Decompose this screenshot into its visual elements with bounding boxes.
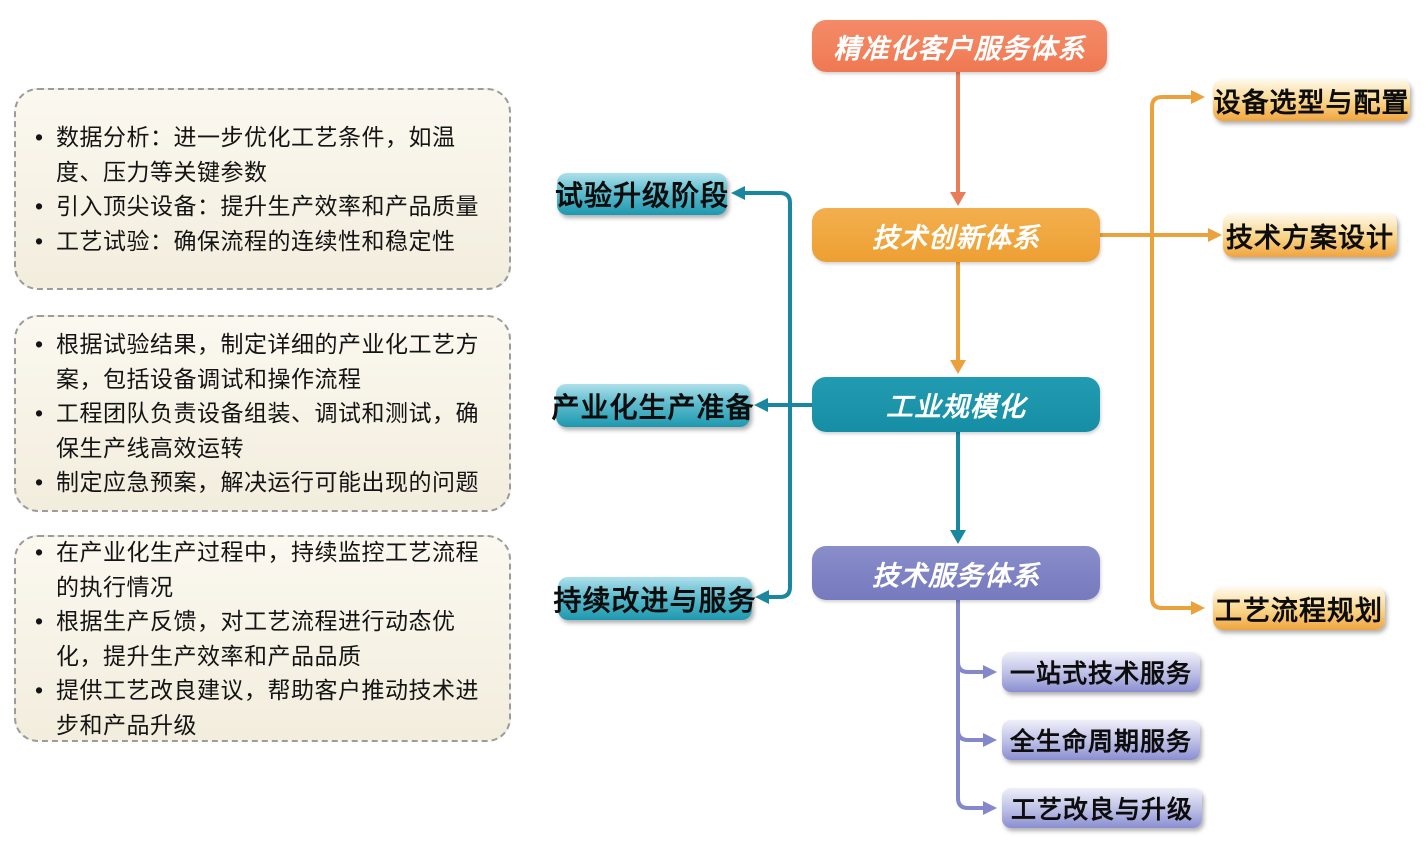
- note-bullet-list: 数据分析：进一步优化工艺条件，如温度、压力等关键参数 引入顶尖设备：提升生产效率…: [32, 120, 497, 258]
- arrowhead-right-icon: [1208, 228, 1222, 242]
- flow-node-label: 技术服务体系: [872, 560, 1040, 591]
- note-bullet: 提供工艺改良建议，帮助客户推动技术进步和产品升级: [32, 673, 497, 742]
- flow-node-tech-service-system: 技术服务体系: [812, 546, 1100, 600]
- note-bullet: 制定应急预案，解决运行可能出现的问题: [32, 465, 497, 500]
- service-label-lifecycle: 全生命周期服务: [1002, 720, 1200, 760]
- note-bullet: 引入顶尖设备：提升生产效率和产品质量: [32, 189, 497, 224]
- note-bullet: 根据试验结果，制定详细的产业化工艺方案，包括设备调试和操作流程: [32, 327, 497, 396]
- wire-service-to-lifecycle: [956, 600, 983, 742]
- arrowhead-left-icon: [754, 398, 768, 412]
- stage-label-continuous-improvement: 持续改进与服务: [554, 577, 756, 620]
- note-bullet: 根据生产反馈，对工艺流程进行动态优化，提升生产效率和产品品质: [32, 604, 497, 673]
- service-label-one-stop: 一站式技术服务: [1002, 652, 1200, 692]
- arrowhead-down-icon: [950, 360, 966, 374]
- note-bullet: 在产业化生产过程中，持续监控工艺流程的执行情况: [32, 535, 497, 604]
- note-box-continuous-improvement: 在产业化生产过程中，持续监控工艺流程的执行情况 根据生产反馈，对工艺流程进行动态…: [14, 535, 511, 742]
- innovation-label-text: 设备选型与配置: [1213, 87, 1410, 118]
- stage-label-text: 产业化生产准备: [551, 391, 755, 423]
- innovation-label-process-planning: 工艺流程规划: [1213, 587, 1385, 630]
- wire-innovation-to-equipment: [1150, 95, 1191, 235]
- note-bullet: 工艺试验：确保流程的连续性和稳定性: [32, 224, 497, 259]
- flow-node-customer-service-system: 精准化客户服务体系: [812, 20, 1107, 72]
- note-box-trial-upgrade: 数据分析：进一步优化工艺条件，如温度、压力等关键参数 引入顶尖设备：提升生产效率…: [14, 88, 511, 290]
- arrowhead-right-icon: [983, 665, 997, 679]
- arrowhead-right-icon: [983, 733, 997, 747]
- stage-label-trial-upgrade: 试验升级阶段: [555, 173, 730, 215]
- service-label-text: 一站式技术服务: [1009, 660, 1192, 688]
- stage-label-text: 持续改进与服务: [553, 584, 757, 616]
- service-label-process-upgrade: 工艺改良与升级: [1002, 788, 1202, 828]
- service-label-text: 工艺改良与升级: [1010, 796, 1193, 824]
- note-box-production-prep: 根据试验结果，制定详细的产业化工艺方案，包括设备调试和操作流程 工程团队负责设备…: [14, 315, 511, 512]
- stage-label-text: 试验升级阶段: [555, 180, 730, 211]
- note-bullet: 数据分析：进一步优化工艺条件，如温度、压力等关键参数: [32, 120, 497, 189]
- note-bullet-list: 在产业化生产过程中，持续监控工艺流程的执行情况 根据生产反馈，对工艺流程进行动态…: [32, 535, 497, 742]
- arrowhead-left-icon: [731, 186, 745, 200]
- wire-service-to-upgrade: [956, 600, 983, 810]
- arrowhead-right-icon: [1191, 601, 1205, 615]
- arrowhead-down-icon: [950, 192, 966, 206]
- arrowhead-left-icon: [755, 590, 769, 604]
- innovation-label-text: 工艺流程规划: [1215, 596, 1383, 626]
- flow-node-tech-innovation-system: 技术创新体系: [812, 208, 1100, 262]
- arrowhead-right-icon: [983, 801, 997, 815]
- innovation-label-solution-design: 技术方案设计: [1223, 213, 1397, 257]
- arrowhead-down-icon: [950, 530, 966, 544]
- innovation-label-equipment-selection: 设备选型与配置: [1213, 79, 1410, 121]
- arrowhead-right-icon: [1191, 90, 1205, 104]
- flow-node-label: 技术创新体系: [872, 222, 1040, 253]
- innovation-label-text: 技术方案设计: [1226, 222, 1394, 253]
- flow-node-label: 工业规模化: [886, 392, 1026, 422]
- wire-innovation-to-process-plan: [1150, 235, 1191, 610]
- stage-label-production-prep: 产业化生产准备: [552, 384, 754, 427]
- flow-node-label: 精准化客户服务体系: [833, 33, 1086, 64]
- flow-node-industrial-scale: 工业规模化: [812, 377, 1100, 432]
- note-bullet: 工程团队负责设备组装、调试和测试，确保生产线高效运转: [32, 396, 497, 465]
- note-bullet-list: 根据试验结果，制定详细的产业化工艺方案，包括设备调试和操作流程 工程团队负责设备…: [32, 327, 497, 500]
- wire-service-to-onestop: [956, 600, 983, 674]
- service-label-text: 全生命周期服务: [1009, 728, 1192, 756]
